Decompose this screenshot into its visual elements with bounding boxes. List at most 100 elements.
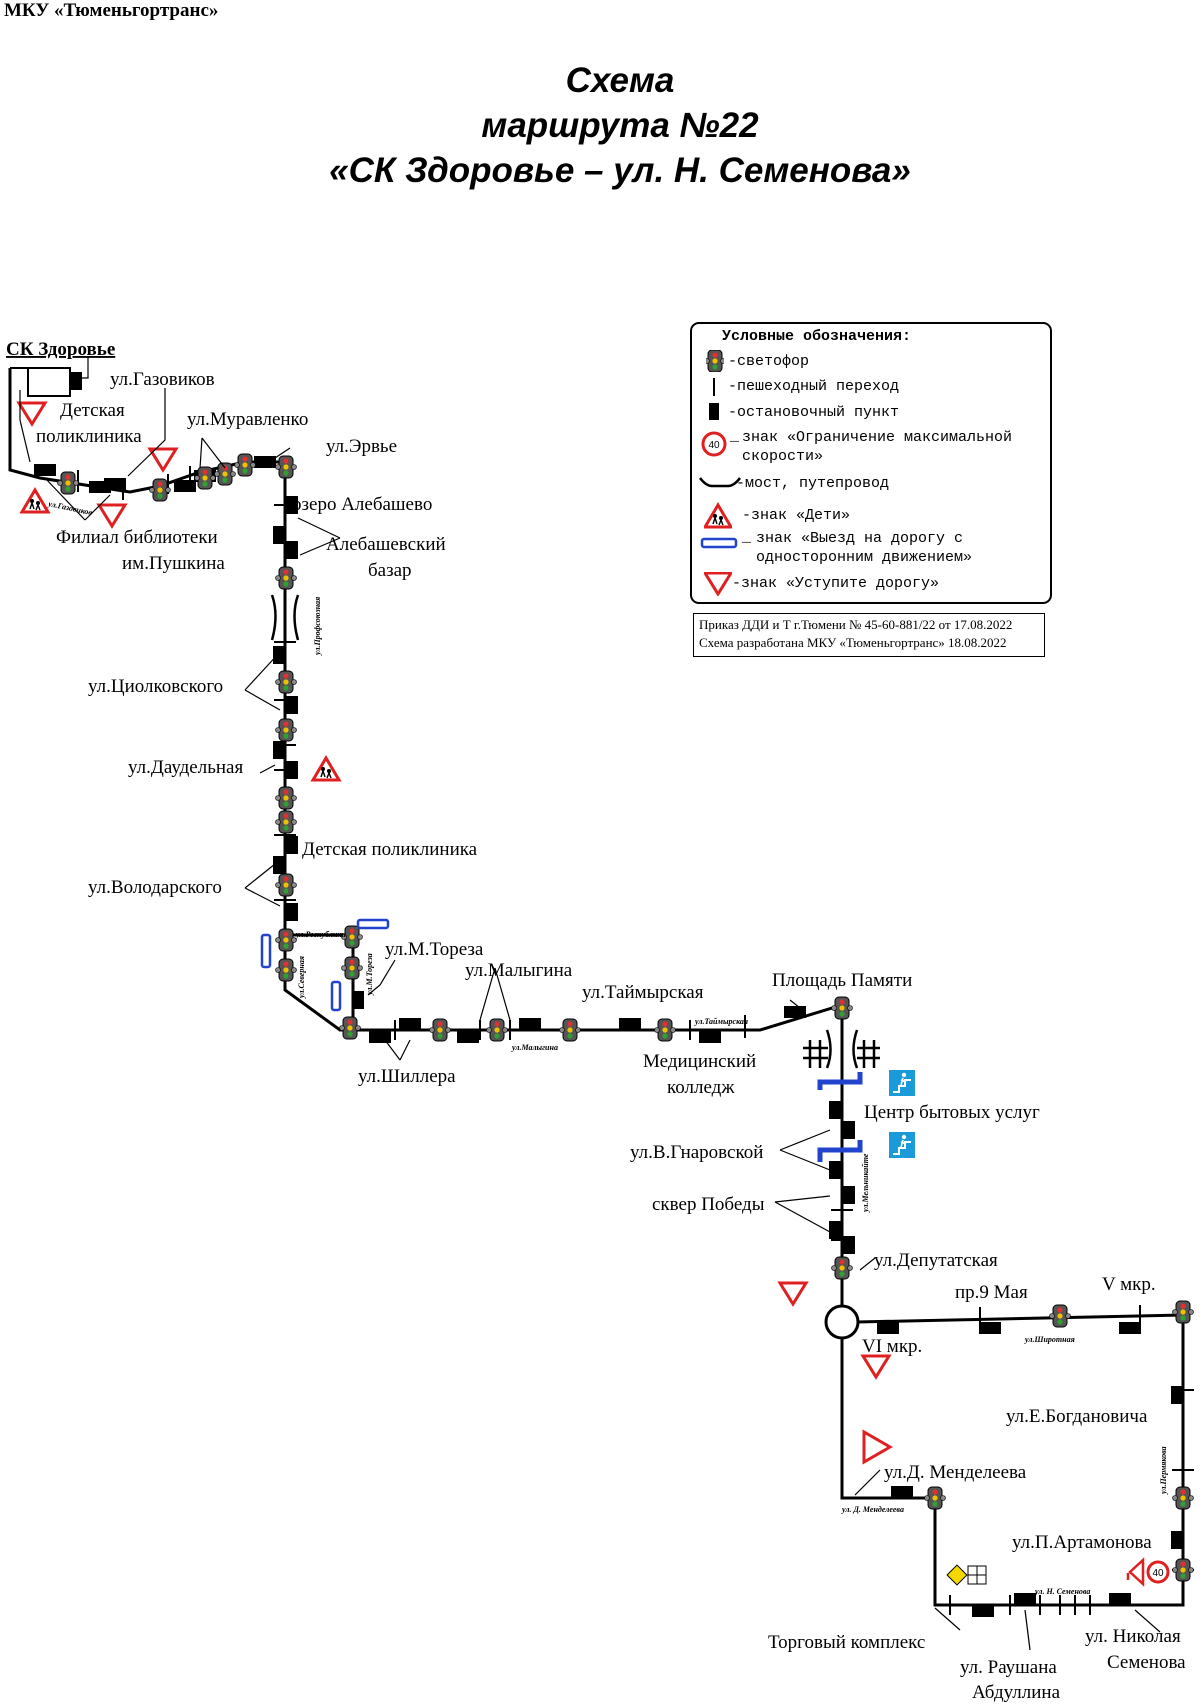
stop-label: пр.9 Мая	[955, 1282, 1028, 1303]
traffic-light-icon	[194, 466, 216, 490]
speed-limit-value: 40	[708, 440, 720, 451]
traffic-light-icon	[275, 928, 297, 952]
bus-stop-icon	[709, 403, 719, 420]
stop-label-start: СК Здоровье	[6, 339, 115, 360]
stop-label: V мкр.	[1102, 1274, 1156, 1295]
bus-stop-icon	[457, 1031, 479, 1043]
street-label: ул.Северная	[297, 956, 306, 999]
stop-label: ул.Эрвье	[326, 436, 397, 457]
bus-stop-icon	[286, 696, 298, 714]
bus-stop-icon	[273, 856, 285, 874]
bus-stop-icon	[286, 836, 298, 854]
yield-sign-icon	[862, 1429, 894, 1465]
bus-stop-icon	[273, 741, 285, 759]
stop-label: озеро Алебашево	[292, 494, 432, 515]
page-title: Схема маршрута №22 «СК Здоровье – ул. Н.…	[0, 58, 1200, 193]
legend-dash: _	[742, 529, 752, 546]
title-line-2: маршрута №22	[481, 106, 759, 145]
bus-stop-icon	[843, 1236, 855, 1254]
bus-stop-icon	[1171, 1386, 1183, 1404]
stop-label: Площадь Памяти	[772, 970, 912, 991]
stop-label: Медицинский	[643, 1051, 756, 1072]
traffic-light-icon	[341, 956, 363, 980]
stop-label: Центр бытовых услуг	[864, 1102, 1040, 1123]
speed-limit-icon: 40	[701, 431, 727, 457]
pedestrian-crossing-sign-icon	[888, 1069, 916, 1097]
bus-stop-icon	[843, 1186, 855, 1204]
kids-sign-icon	[20, 488, 50, 514]
yield-sign-icon	[861, 1354, 891, 1379]
one-way-exit-icon	[700, 537, 738, 549]
terminal-building	[27, 367, 71, 397]
bus-stop-icon	[352, 991, 364, 1009]
street-label: ул.Малыгина	[511, 1043, 558, 1052]
children-warning-icon	[1126, 1557, 1145, 1587]
bus-stop-icon	[619, 1018, 641, 1030]
stop-label: Торговый комплекс	[768, 1632, 925, 1653]
traffic-light-icon	[149, 478, 171, 502]
bus-stop-icon	[972, 1605, 994, 1617]
stop-label: ул.Муравленко	[187, 409, 308, 430]
bus-stop-icon	[34, 464, 56, 476]
pedestrian-crossing-icon	[713, 378, 715, 396]
traffic-light-icon	[275, 810, 297, 834]
bus-stop-icon	[829, 1221, 841, 1239]
title-line-3: «СК Здоровье – ул. Н. Семенова»	[329, 151, 911, 190]
traffic-light-icon	[275, 718, 297, 742]
bus-stop-icon	[254, 456, 276, 468]
title-line-1: Схема	[565, 61, 675, 100]
stop-label: ул.Малыгина	[465, 960, 573, 981]
street-label: ул. Н. Семенова	[1034, 1587, 1090, 1596]
traffic-light-icon	[1172, 1300, 1194, 1324]
stop-label: сквер Победы	[652, 1194, 765, 1215]
stop-label: поликлиника	[36, 426, 142, 447]
stop-label: ул.Даудельная	[128, 757, 243, 778]
bus-stop-icon	[519, 1018, 541, 1030]
street-label: ул.Пермякова	[1159, 1446, 1168, 1495]
stop-label: ул.П.Артамонова	[1012, 1532, 1152, 1553]
bus-stop-icon	[891, 1486, 913, 1498]
legend-box: Условные обозначения: -светофор -пешеход…	[690, 322, 1052, 604]
stop-label: Детская	[60, 400, 125, 421]
yield-sign-icon	[148, 447, 178, 472]
yield-sign-icon	[704, 572, 732, 596]
main-road-sign-icon	[946, 1564, 968, 1586]
street-label: ул.Таймырская	[694, 1017, 748, 1026]
bus-stop-icon	[273, 526, 285, 544]
street-label: ул.Профсоюзная	[313, 597, 322, 656]
roundabout	[824, 1304, 860, 1340]
children-sign-icon	[704, 503, 732, 529]
kids-sign-icon	[311, 756, 341, 782]
label-callouts	[19, 358, 1161, 1651]
legend-item-label: знак «Выезд на дорогу с односторонним дв…	[756, 530, 973, 566]
road-signs: 40	[17, 401, 1170, 1587]
traffic-light-icon	[831, 1256, 853, 1280]
yield-sign-icon	[97, 503, 127, 528]
bus-stop-icon	[273, 646, 285, 664]
stop-label: ул.Депутатская	[874, 1250, 998, 1271]
bus-stop-icon	[70, 372, 82, 390]
street-labels: ул.Газовиков ул.Профсоюзная ул.Республик…	[47, 499, 1168, 1596]
speed-limit-value: 40	[1152, 1568, 1164, 1579]
traffic-light-icon	[486, 1018, 508, 1042]
stop-label: Семенова	[1107, 1652, 1186, 1673]
stop-labels: СК Здоровье ул.Газовиков Детская поликли…	[6, 339, 1186, 1703]
stop-label: Филиал библиотеки	[56, 527, 218, 548]
traffic-light-icon	[924, 1486, 946, 1510]
traffic-light-icon	[1172, 1486, 1194, 1510]
stop-label: Абдуллина	[972, 1682, 1061, 1703]
legend-item-label: -пешеходный переход	[728, 378, 900, 395]
order-info-box: Приказ ДДИ и Т г.Тюмени № 45-60-881/22 о…	[693, 613, 1045, 657]
stop-label: ул. Николая	[1085, 1626, 1181, 1647]
traffic-light-icon	[275, 873, 297, 897]
bridge-icon	[699, 477, 741, 488]
legend-dash: _	[730, 428, 740, 445]
one-way-exit-signs	[260, 918, 863, 1162]
bus-stop-icon	[1119, 1322, 1141, 1334]
stop-label: ул.Д. Менделеева	[884, 1462, 1027, 1483]
bus-stop-icon	[1109, 1593, 1131, 1605]
traffic-light-icon	[57, 471, 79, 495]
bus-stop-icon	[829, 1161, 841, 1179]
traffic-light-icon	[214, 462, 236, 486]
